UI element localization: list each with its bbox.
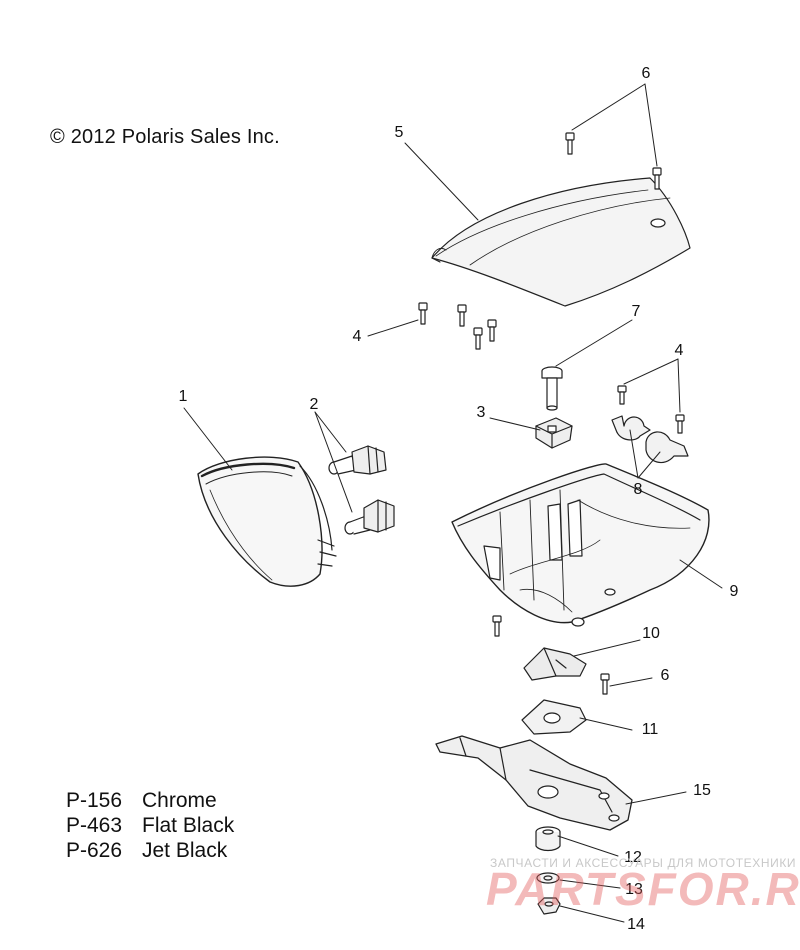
part-6-screws-top bbox=[565, 132, 662, 190]
part-11-plate bbox=[521, 699, 587, 735]
callout-4-right: 4 bbox=[674, 342, 684, 359]
legend-row: P-156 Chrome bbox=[66, 788, 234, 813]
callout-12: 12 bbox=[624, 849, 642, 866]
callout-3: 3 bbox=[476, 404, 486, 421]
part-2-bulbs bbox=[328, 445, 395, 535]
callout-2: 2 bbox=[309, 396, 319, 413]
callout-4-left: 4 bbox=[352, 328, 362, 345]
callout-6-lower: 6 bbox=[660, 667, 670, 684]
callout-15: 15 bbox=[693, 782, 711, 799]
callout-8: 8 bbox=[633, 481, 643, 498]
callout-14: 14 bbox=[627, 916, 645, 933]
watermark-tagline: ЗАПЧАСТИ И АКСЕССУАРЫ ДЛЯ МОТОТЕХНИКИ bbox=[490, 856, 797, 870]
callout-13: 13 bbox=[625, 881, 643, 898]
finish-legend: P-156 Chrome P-463 Flat Black P-626 Jet … bbox=[66, 788, 234, 863]
legend-finish: Chrome bbox=[142, 789, 217, 812]
part-10-bracket bbox=[523, 647, 587, 681]
legend-row: P-626 Jet Black bbox=[66, 838, 234, 863]
callout-10: 10 bbox=[642, 625, 660, 642]
leader-lines bbox=[183, 83, 723, 923]
part-1-headlamp bbox=[197, 456, 337, 587]
part-5-cover bbox=[431, 177, 691, 307]
part-9-housing bbox=[451, 463, 710, 627]
callout-7: 7 bbox=[631, 303, 641, 320]
legend-code: P-463 bbox=[66, 814, 123, 837]
legend-finish: Flat Black bbox=[142, 814, 235, 837]
legend-row: P-463 Flat Black bbox=[66, 813, 234, 838]
part-3-nut bbox=[535, 417, 573, 449]
part-7-bolt bbox=[541, 366, 563, 411]
copyright-notice: © 2012 Polaris Sales Inc. bbox=[50, 126, 280, 148]
watermark-logo: PARTSFOR.RU bbox=[486, 863, 800, 915]
part-15-mount bbox=[435, 735, 633, 831]
part-8-clamps bbox=[611, 415, 689, 464]
part-12-bushing bbox=[535, 826, 561, 852]
part-4-screws-right bbox=[617, 385, 685, 434]
legend-code: P-626 bbox=[66, 839, 123, 862]
legend-code: P-156 bbox=[66, 789, 123, 812]
callout-6-top: 6 bbox=[641, 65, 651, 82]
callout-1: 1 bbox=[178, 388, 188, 405]
part-6-screws-lower bbox=[492, 615, 610, 695]
callout-5: 5 bbox=[394, 124, 404, 141]
part-13-washer bbox=[536, 872, 560, 884]
callout-9: 9 bbox=[729, 583, 739, 600]
legend-finish: Jet Black bbox=[142, 839, 228, 862]
part-14-nut bbox=[537, 897, 561, 915]
callout-11: 11 bbox=[641, 721, 659, 738]
part-4-screws-left bbox=[418, 302, 497, 350]
